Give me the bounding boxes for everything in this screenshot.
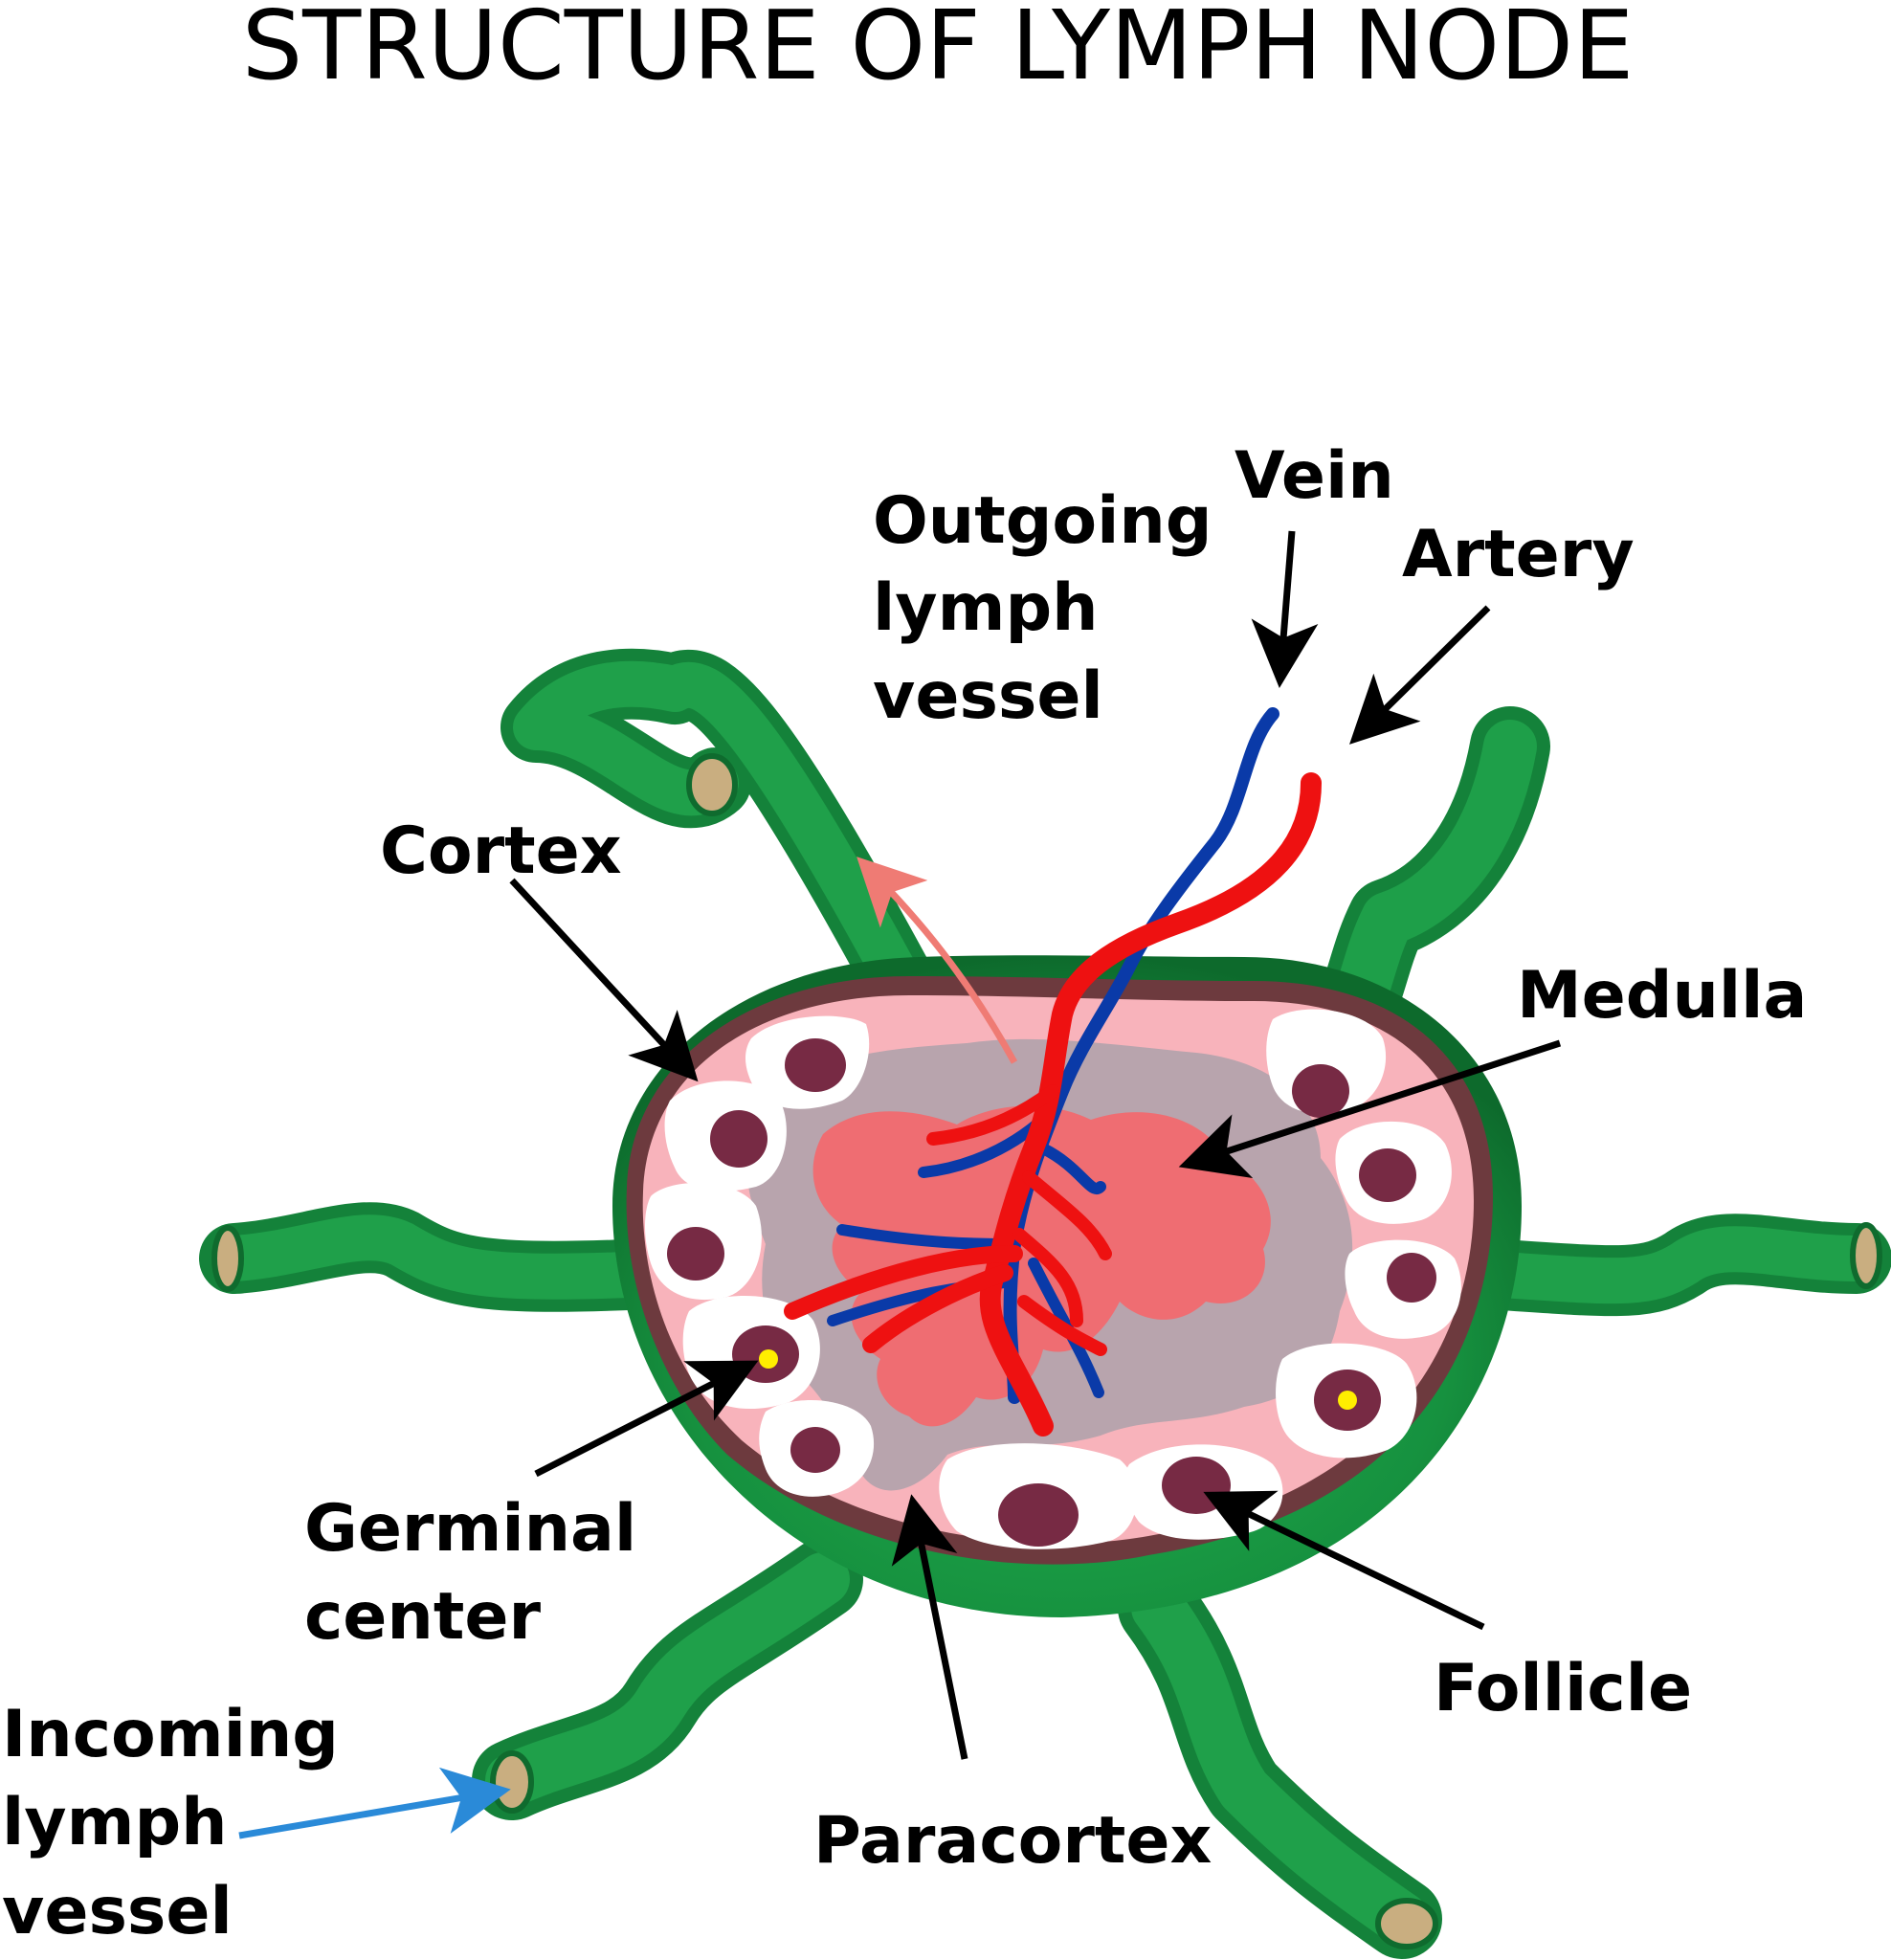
afferent-vessel-core: [485, 1552, 850, 1807]
lymph-vessels: [199, 648, 1891, 1959]
vessel-bottom-right-core: [1131, 1581, 1429, 1946]
vessel-end-top-left: [686, 753, 738, 816]
follicle-pointer: [1203, 1490, 1485, 1631]
nucleus: [1387, 1253, 1436, 1303]
artery-branch: [862, 1264, 1013, 1353]
medulla-pointer: [1178, 1039, 1562, 1178]
nucleus: [667, 1227, 724, 1281]
nucleus: [1292, 1064, 1349, 1118]
follicle: [939, 1443, 1138, 1549]
artery-branch: [1012, 1228, 1083, 1327]
paracortex-label: Paracortex: [813, 1803, 1212, 1879]
incoming-lymph-vessel-label-line2: lymph: [2, 1785, 228, 1860]
nucleus: [998, 1483, 1079, 1547]
germinal-center-label-line2: center: [304, 1579, 541, 1655]
artery-branch: [784, 1245, 1023, 1320]
follicle-germinal: [1276, 1343, 1417, 1459]
artery-branch: [1017, 1295, 1107, 1356]
blood-vessels: [784, 707, 1322, 1437]
vein-label: Vein: [1235, 438, 1394, 514]
follicles: [645, 1009, 1461, 1549]
nucleus: [710, 1110, 768, 1168]
germinal-center-dot: [1338, 1391, 1357, 1410]
efferent-flow-arrow: [857, 857, 1018, 1064]
vein-branch: [1037, 1143, 1106, 1194]
outgoing-lymph-vessel-label-line1: Outgoing: [873, 483, 1212, 559]
follicle: [1123, 1444, 1283, 1540]
medulla-region: [812, 1105, 1271, 1427]
artery-branch: [926, 1084, 1059, 1146]
vessel-end-bottom-right: [1375, 1898, 1438, 1949]
vessel-left-core: [211, 1214, 693, 1300]
outgoing-lymph-vessel-label-line2: lymph: [873, 570, 1099, 646]
vein-pointer: [1251, 530, 1319, 688]
follicle-label: Follicle: [1434, 1651, 1692, 1726]
germinal-center-dot: [759, 1349, 778, 1369]
cortex-pointer: [509, 878, 699, 1082]
pointer-arrows: [238, 530, 1562, 1839]
follicle: [664, 1080, 787, 1192]
follicle: [745, 1015, 870, 1109]
vessel-end-bottom-left: [490, 1750, 534, 1814]
follicle: [1266, 1009, 1387, 1118]
vessel-right-core: [1451, 1226, 1880, 1304]
germinal-center-pointer: [534, 1360, 759, 1478]
medulla-label: Medulla: [1517, 958, 1807, 1034]
incoming-lymph-pointer: [238, 1767, 511, 1839]
artery-pointer: [1349, 605, 1491, 745]
nucleus: [1359, 1148, 1416, 1202]
artery-branch: [1022, 1170, 1112, 1260]
nucleus: [1162, 1457, 1231, 1514]
paracortex-pointer: [891, 1494, 968, 1760]
follicle: [1345, 1239, 1461, 1339]
labels: Vein Artery Outgoing lymph vessel Cortex…: [2, 438, 1807, 1949]
incoming-lymph-vessel-label-line1: Incoming: [2, 1697, 339, 1772]
vessel-end-right: [1850, 1222, 1882, 1289]
nucleus: [785, 1038, 846, 1092]
artery-vessel: [979, 772, 1322, 1437]
efferent-vessel-core: [513, 660, 966, 1085]
germinal-center-label-line1: Germinal: [304, 1491, 636, 1567]
nucleus: [790, 1427, 840, 1473]
follicle: [759, 1400, 875, 1497]
vessel-end-left: [211, 1225, 244, 1292]
artery-label: Artery: [1402, 517, 1635, 592]
outgoing-lymph-vessel-label-line3: vessel: [873, 658, 1103, 734]
cortex-label: Cortex: [380, 813, 622, 889]
page-title: STRUCTURE OF LYMPH NODE: [242, 0, 1635, 101]
follicle: [645, 1183, 762, 1301]
incoming-lymph-vessel-label-line3: vessel: [2, 1874, 233, 1949]
follicle: [1335, 1121, 1452, 1224]
